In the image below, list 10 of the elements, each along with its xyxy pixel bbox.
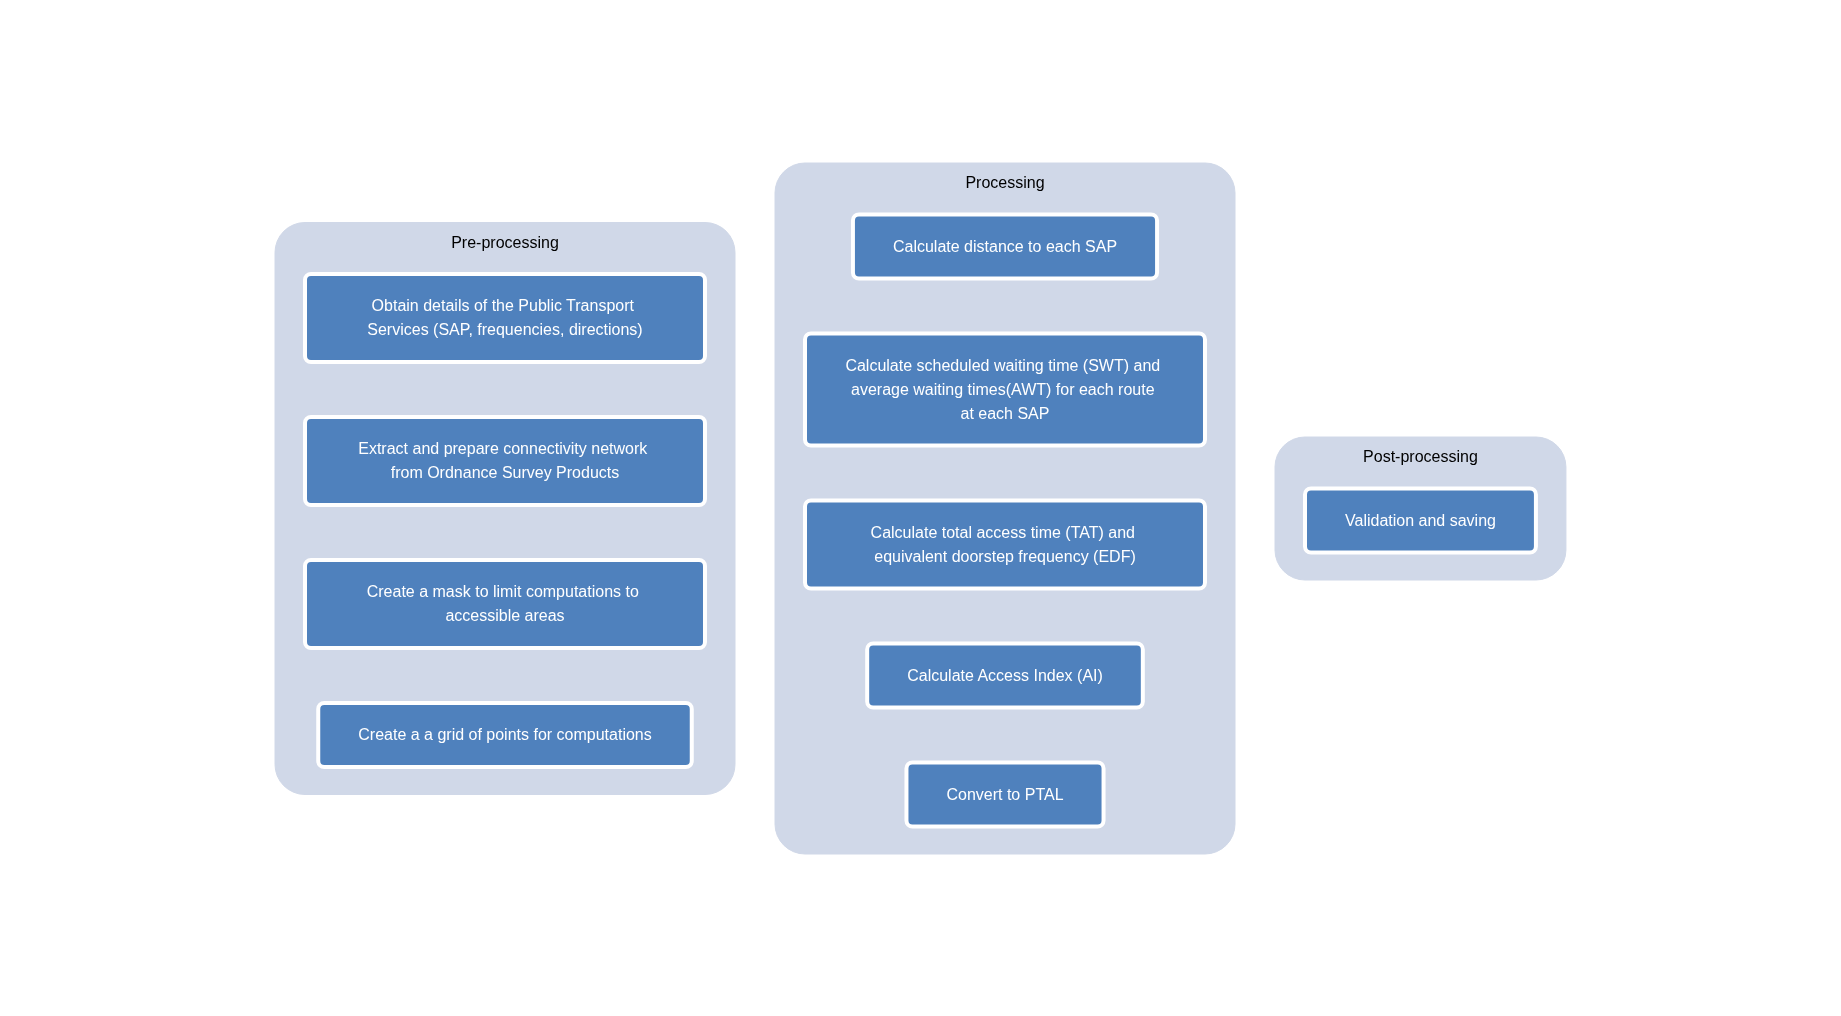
node-box: Extract and prepare connectivity network from Ordnance Survey Products [303, 414, 708, 507]
node-box: Validation and saving [1303, 486, 1538, 554]
node-box: Calculate scheduled waiting time (SWT) and average waiting times(AWT) for each route at each SAP [803, 331, 1208, 447]
node-box: Create a a grid of points for computations [316, 700, 694, 769]
node-box: Calculate total access time (TAT) and equivalent doorstep frequency (EDF) [803, 498, 1208, 590]
node-box: Obtain details of the Public Transport Services (SAP, frequencies, directions) [303, 271, 708, 364]
node-box: Calculate distance to each SAP [850, 212, 1160, 280]
node-box: Convert to PTAL [904, 760, 1106, 828]
node-box: Create a mask to limit computations to accessible areas [303, 557, 708, 650]
node-box: Calculate Access Index (AI) [865, 641, 1145, 709]
